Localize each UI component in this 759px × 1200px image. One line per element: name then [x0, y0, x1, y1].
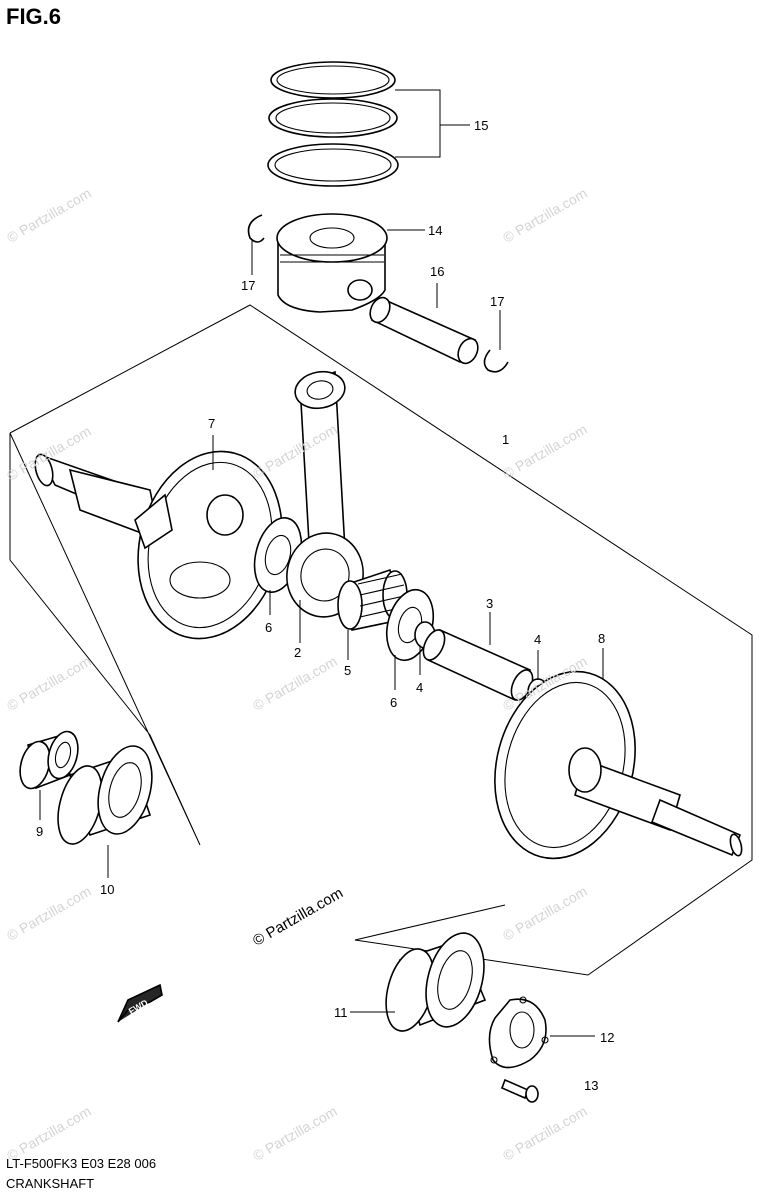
piston-icon[interactable]: [276, 213, 388, 313]
callout-11[interactable]: 11: [334, 1005, 348, 1020]
callout-9[interactable]: 9: [36, 824, 44, 839]
bearing-retainer-icon[interactable]: [488, 996, 549, 1069]
callout-6[interactable]: 6: [265, 620, 273, 635]
right-crank-web-icon[interactable]: [475, 656, 744, 875]
callout-17[interactable]: 17: [490, 294, 505, 309]
circlip-icon[interactable]: [247, 214, 265, 243]
piston-ring-set-icon[interactable]: [267, 61, 399, 187]
callout-7[interactable]: 7: [208, 416, 216, 431]
left-crank-web-icon[interactable]: [32, 435, 302, 655]
callout-4[interactable]: 4: [416, 680, 424, 695]
callout-4[interactable]: 4: [534, 632, 542, 647]
callout-16[interactable]: 16: [430, 264, 445, 279]
leader-15: [395, 89, 470, 158]
callout-8[interactable]: 8: [598, 631, 606, 646]
callout-5[interactable]: 5: [344, 663, 352, 678]
figure-title: FIG.6: [6, 4, 62, 29]
callout-3[interactable]: 3: [486, 596, 494, 611]
circlip-icon[interactable]: [483, 349, 509, 373]
callout-17[interactable]: 17: [241, 278, 256, 293]
ball-bearing-icon[interactable]: [50, 740, 160, 849]
part-group-name: CRANKSHAFT: [6, 1176, 95, 1191]
callout-14[interactable]: 14: [428, 223, 443, 238]
piston-pin-icon[interactable]: [366, 294, 481, 366]
forward-arrow-icon: [117, 983, 163, 1023]
callout-6[interactable]: 6: [390, 695, 398, 710]
callout-10[interactable]: 10: [100, 882, 115, 897]
callout-15[interactable]: 15: [474, 118, 489, 133]
screw-icon[interactable]: [500, 1078, 539, 1103]
model-code: LT-F500FK3 E03 E28 006: [6, 1156, 157, 1171]
needle-bearing-icon[interactable]: [337, 568, 408, 631]
assembly-outline: [9, 304, 753, 976]
callout-2[interactable]: 2: [294, 645, 302, 660]
callout-1[interactable]: 1: [502, 432, 510, 447]
callout-13[interactable]: 13: [584, 1078, 599, 1093]
ball-bearing-icon[interactable]: [378, 927, 494, 1037]
small-bearing-icon[interactable]: [15, 728, 82, 792]
callout-12[interactable]: 12: [600, 1030, 615, 1045]
